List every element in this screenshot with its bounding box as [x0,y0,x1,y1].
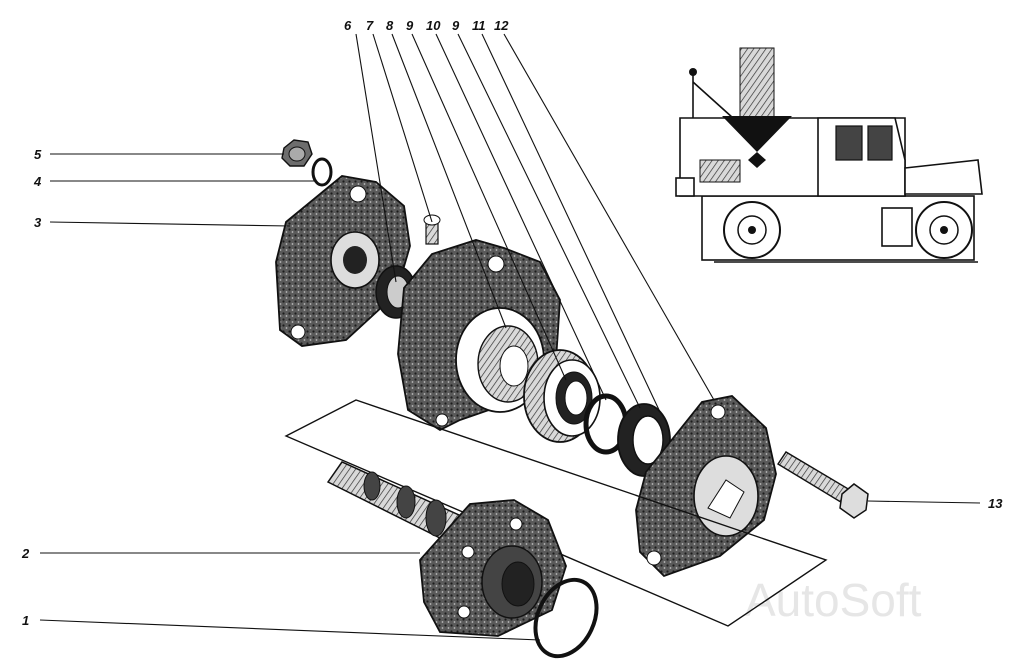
watermark-text: AutoSoft [745,574,922,626]
leader-1 [39,619,541,641]
callout-9b: 9 [452,18,460,33]
callout-2: 2 [21,546,30,561]
part-8-grease-fitting [423,214,441,245]
location-arrow-icon [722,47,792,168]
mast-pulley [689,68,697,76]
excavator-inset-illustration [675,47,983,263]
callout-6: 6 [344,18,352,33]
cab-window-left [835,125,863,161]
part-3-cover [275,175,411,347]
leader-9b [457,33,641,409]
leader-3 [49,221,291,227]
leader-8 [391,33,507,329]
part-7-bearing-housing [397,239,561,432]
callout-3: 3 [34,215,42,230]
leader-8a [372,33,433,223]
callout-12: 12 [494,18,509,33]
part-2-flanged-shaft [326,461,567,637]
part-13-bolt [777,451,869,519]
leader-11 [481,33,661,413]
callout-11: 11 [472,18,486,33]
leader-13 [867,500,981,504]
boom-arm [904,159,983,195]
cab-window-right [867,125,893,161]
leader-9a [411,33,567,381]
part-4-spring-washer [311,157,333,187]
shaft-group-frame [284,399,828,627]
leader-lines [39,33,981,641]
callout-5: 5 [34,147,42,162]
engine-vent [699,159,741,183]
callout-4: 4 [33,174,42,189]
part-1-o-ring [533,577,599,659]
part-5-nut [281,139,313,167]
callout-10: 10 [426,18,441,33]
callout-7: 7 [366,18,374,33]
leader-12 [503,33,715,401]
callout-13: 13 [988,496,1003,511]
callout-9a: 9 [406,18,414,33]
leader-10 [435,33,607,401]
leader-6 [355,33,397,283]
callout-8: 8 [386,18,394,33]
callout-1: 1 [22,613,29,628]
